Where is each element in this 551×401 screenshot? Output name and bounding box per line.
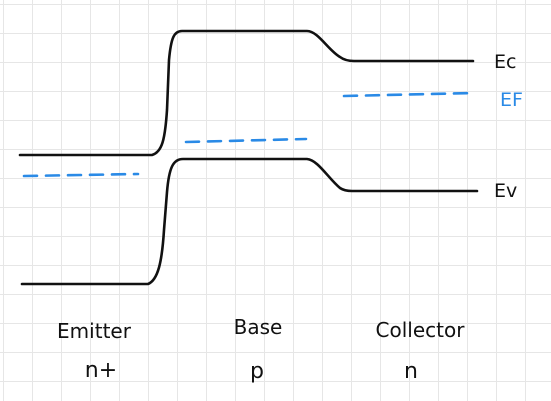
ev-label: Ev (494, 180, 517, 202)
doping-label-base: p (250, 359, 264, 384)
valence-band-edge (20, 157, 479, 286)
ef-label: EF (500, 89, 523, 111)
conduction-band-edge (18, 29, 475, 157)
doping-label-collector: n (404, 359, 418, 384)
fermi-level-emitter (22, 172, 140, 178)
doping-label-emitter: n+ (85, 358, 117, 383)
region-label-emitter: Emitter (57, 319, 132, 343)
region-label-base: Base (234, 315, 283, 339)
fermi-level-base (184, 137, 308, 144)
fermi-level-collector (342, 91, 476, 98)
region-label-collector: Collector (376, 318, 466, 342)
ec-label: Ec (494, 51, 516, 73)
